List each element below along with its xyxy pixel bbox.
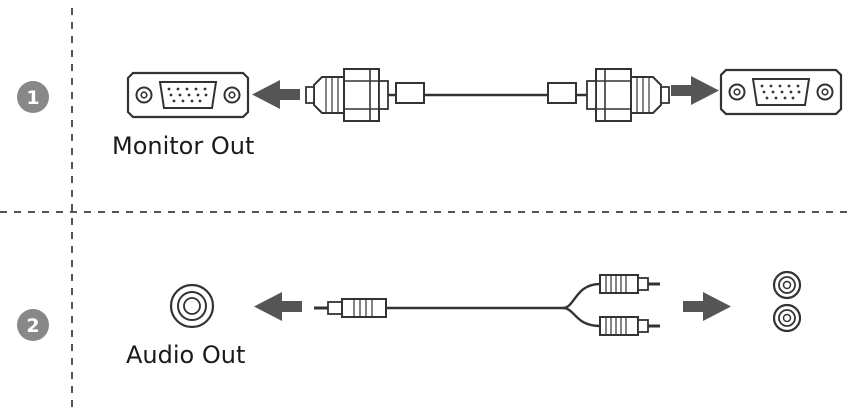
vga-port-icon xyxy=(126,71,250,119)
vga-port-icon xyxy=(719,68,843,116)
audio-jack-icon xyxy=(169,283,215,329)
audio-out-label: Audio Out xyxy=(126,341,245,369)
vga-cable-icon xyxy=(305,68,670,122)
rca-ports-icon xyxy=(772,270,802,333)
step-2-number: 2 xyxy=(26,315,39,337)
arrow-right-icon xyxy=(671,76,719,105)
step-2-badge: 2 xyxy=(17,309,49,341)
step-1-number: 1 xyxy=(26,87,39,109)
audio-y-cable-icon xyxy=(314,273,662,337)
arrow-right-icon xyxy=(683,292,731,321)
monitor-out-label: Monitor Out xyxy=(112,132,254,160)
arrow-left-icon xyxy=(252,80,300,109)
arrow-left-icon xyxy=(254,292,302,321)
step-1-badge: 1 xyxy=(17,81,49,113)
